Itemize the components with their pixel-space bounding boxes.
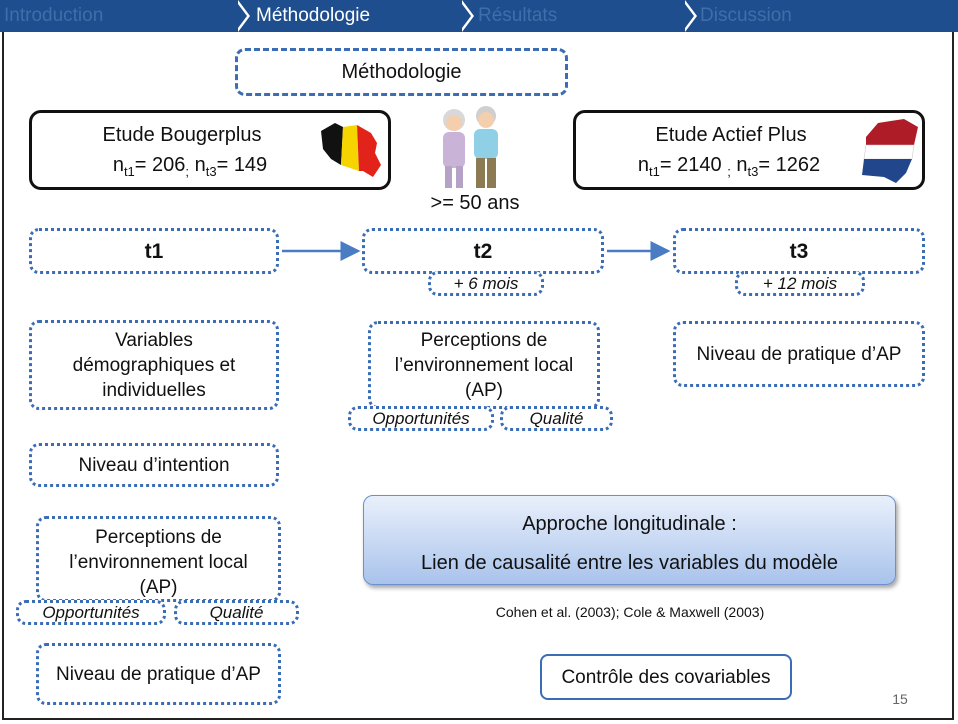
study-left-nt3: 149	[233, 154, 268, 176]
nav-chevron-2-inner	[459, 0, 471, 32]
t2-perceptions-line-2: l’environnement local	[394, 354, 574, 376]
t2-perceptions-box: Perceptions de l’environnement local (AP…	[368, 321, 600, 409]
t3-pratique-box: Niveau de pratique d’AP	[673, 321, 925, 387]
timepoint-t3-label: t3	[789, 239, 809, 263]
approach-line-1: Approche longitudinale :	[522, 513, 737, 535]
timepoint-t3-offset: + 12 mois	[735, 271, 865, 296]
t1-demographics-line-3: individuelles	[102, 379, 206, 401]
study-left-nt1: 206	[152, 154, 186, 176]
elderly-couple-icon	[443, 106, 498, 188]
approach-line-2: Lien de causalité entre les variables du…	[421, 552, 838, 574]
t1-perceptions-line-2: l’environnement local	[69, 552, 248, 573]
covariables-label: Contrôle des covariables	[561, 666, 771, 688]
t2-opportunites-label: Opportunités	[372, 409, 470, 428]
t1-demographics-box: Variables démographiques et individuelle…	[29, 320, 279, 410]
timepoint-t2-offset-label: + 6 mois	[453, 274, 519, 293]
page-number: 15	[892, 691, 908, 707]
nav-bar: Introduction Méthodologie Résultats Disc…	[0, 0, 958, 32]
study-right-nt3: 1262	[775, 154, 821, 176]
t1-pratique-label: Niveau de pratique d’AP	[56, 663, 261, 685]
t1-pratique-box: Niveau de pratique d’AP	[36, 643, 281, 705]
timepoint-t1: t1	[29, 228, 279, 274]
t1-opportunites-box: Opportunités	[16, 600, 166, 625]
slide-frame	[2, 32, 954, 720]
t1-perceptions-box: Perceptions de l’environnement local (AP…	[36, 516, 281, 602]
nav-item-discussion[interactable]: Discussion	[700, 5, 792, 26]
study-left-name: Etude Bougerplus	[102, 124, 262, 146]
t1-demographics-line-1: Variables	[115, 329, 193, 351]
t1-perceptions-line-3: (AP)	[139, 577, 178, 598]
study-left-sample: nt1= 206; nt3= 149	[112, 154, 268, 179]
timepoint-t3-offset-label: + 12 mois	[762, 274, 838, 293]
t2-opportunites-box: Opportunités	[348, 406, 494, 431]
nav-chevron-1-inner	[235, 0, 247, 32]
age-label: >= 50 ans	[430, 192, 520, 214]
t3-pratique-label: Niveau de pratique d’AP	[696, 343, 902, 365]
t2-qualite-box: Qualité	[500, 406, 613, 431]
study-right-name: Etude Actief Plus	[655, 124, 807, 146]
approach-reference: Cohen et al. (2003); Cole & Maxwell (200…	[495, 604, 765, 620]
timepoint-t1-label: t1	[144, 239, 164, 263]
t1-intention-box: Niveau d’intention	[29, 443, 279, 487]
title-box: Méthodologie	[235, 48, 568, 96]
nav-item-methodologie[interactable]: Méthodologie	[256, 5, 371, 26]
netherlands-map-icon	[862, 119, 918, 183]
timepoint-t2-offset: + 6 mois	[428, 271, 544, 296]
t1-opportunites-label: Opportunités	[42, 603, 140, 622]
study-right-box: Etude Actief Plus nt1= 2140 ; nt3= 1262	[573, 110, 925, 190]
approach-box: Approche longitudinale : Lien de causali…	[363, 495, 896, 585]
covariables-box: Contrôle des covariables	[540, 654, 792, 700]
study-right-sample: nt1= 2140 ; nt3= 1262	[637, 154, 821, 179]
t1-perceptions-line-1: Perceptions de	[95, 527, 222, 548]
t2-perceptions-line-3: (AP)	[465, 379, 503, 401]
belgium-map-icon	[321, 123, 381, 177]
study-left-box: Etude Bougerplus nt1= 206; nt3= 149	[29, 110, 391, 190]
t1-qualite-box: Qualité	[174, 600, 299, 625]
t2-perceptions-line-1: Perceptions de	[420, 329, 548, 351]
study-right-nt1: 2140	[677, 154, 722, 176]
nav-item-introduction[interactable]: Introduction	[4, 5, 104, 26]
t1-qualite-label: Qualité	[209, 603, 264, 622]
timepoint-t2-label: t2	[473, 239, 493, 263]
nav-chevron-3-inner	[682, 0, 694, 32]
nav-item-resultats[interactable]: Résultats	[478, 5, 558, 26]
t2-qualite-label: Qualité	[529, 409, 584, 428]
t1-intention-label: Niveau d’intention	[78, 454, 230, 476]
t1-demographics-line-2: démographiques et	[72, 354, 236, 376]
title-label: Méthodologie	[341, 60, 462, 83]
